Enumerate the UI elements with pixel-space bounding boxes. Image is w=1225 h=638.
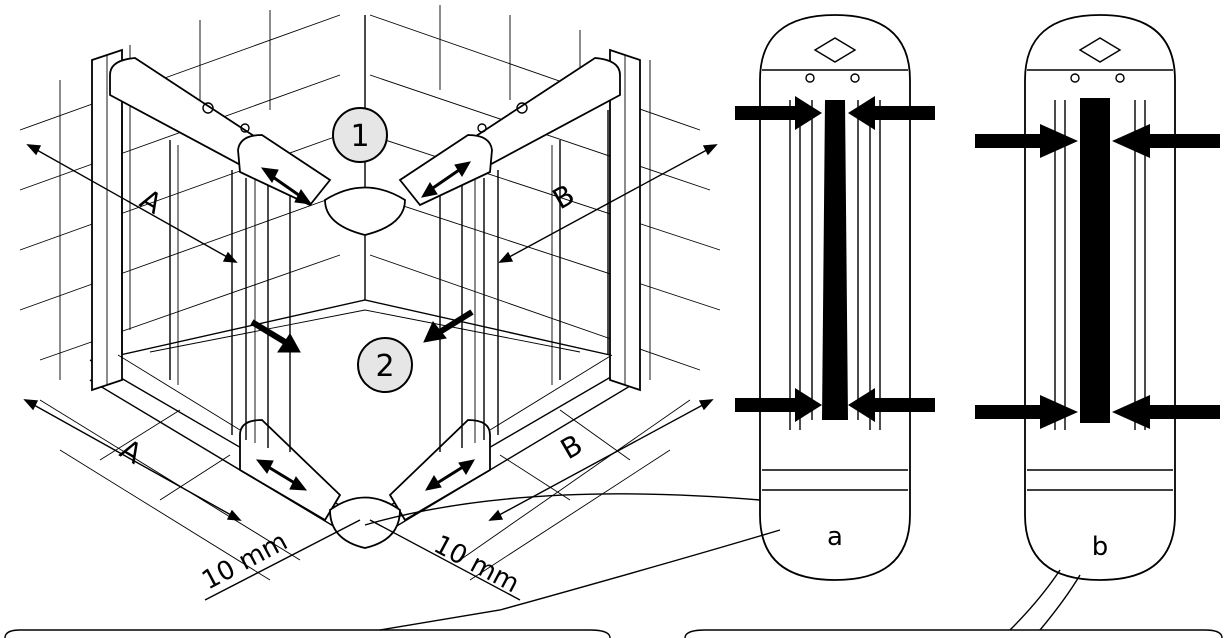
slide-arrows xyxy=(250,161,475,491)
bottom-rails xyxy=(117,354,613,549)
dimension-lines xyxy=(23,144,718,601)
door-panels xyxy=(121,110,609,452)
detail-b-view: b xyxy=(975,14,1220,581)
gap-right-label: 10 mm xyxy=(429,530,524,600)
detail-b-label: b xyxy=(1092,532,1109,562)
dim-a-top-label: A xyxy=(135,182,168,220)
step-1-badge: 1 xyxy=(332,107,388,163)
detail-a-view: a xyxy=(735,14,935,581)
step-1-label: 1 xyxy=(350,119,369,154)
detail-a-label: a xyxy=(827,522,843,552)
step-2-label: 2 xyxy=(375,349,394,384)
callout-leaders xyxy=(364,493,1081,631)
bottom-frames xyxy=(0,629,1223,638)
tile-wall-grid xyxy=(19,5,721,581)
top-rails xyxy=(109,57,621,236)
step-2-badge: 2 xyxy=(357,337,413,393)
gap-left-label: 10 mm xyxy=(197,526,292,596)
dim-b-bottom-label: B xyxy=(555,428,588,466)
